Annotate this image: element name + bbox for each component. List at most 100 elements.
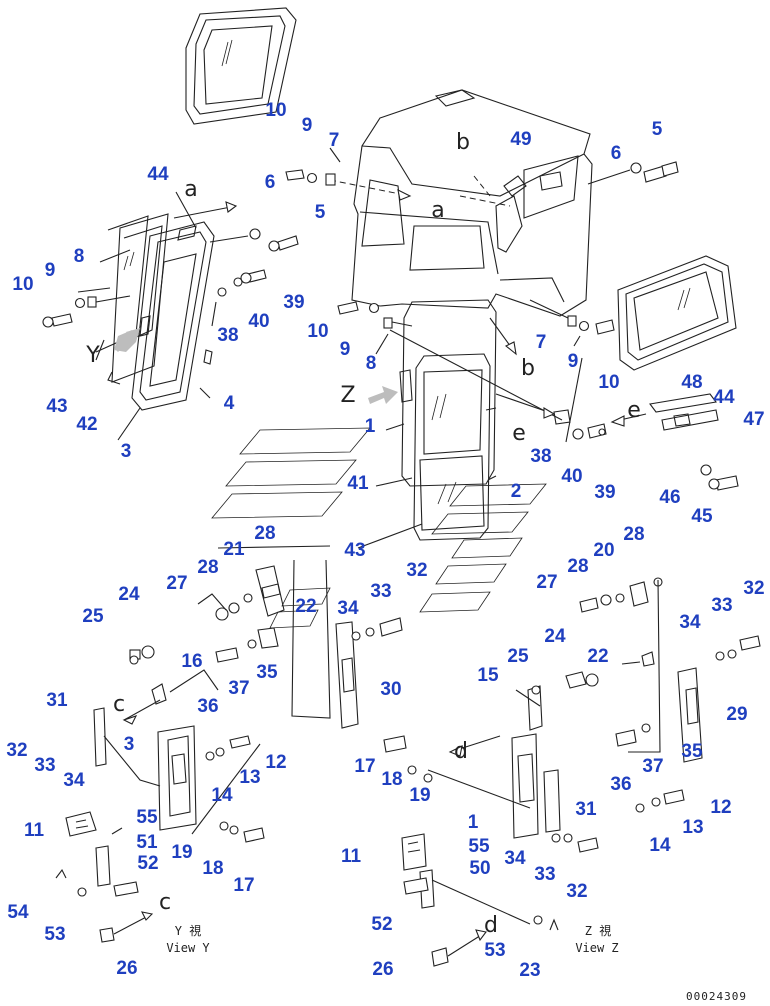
- part-callout: 10: [265, 100, 286, 121]
- part-callout: 54: [7, 902, 29, 923]
- part-callout: 44: [713, 387, 735, 408]
- part-callout: 7: [536, 332, 547, 353]
- part-callout: 39: [283, 292, 304, 313]
- rear-window-glass: [185, 7, 297, 125]
- part-callout: 43: [344, 540, 365, 561]
- cab-body: [329, 89, 593, 317]
- view-arrow-z: [368, 386, 398, 404]
- part-callout: 41: [347, 473, 369, 494]
- part-callout: 16: [181, 651, 202, 672]
- part-callout: 4: [224, 393, 235, 414]
- part-callout: 40: [561, 466, 582, 487]
- part-callout: 35: [256, 662, 278, 683]
- view-caption: View Z: [575, 941, 618, 955]
- part-callout: 35: [681, 741, 703, 762]
- part-callout: 13: [682, 817, 703, 838]
- part-callout: 47: [743, 409, 764, 430]
- part-callout: 5: [652, 119, 663, 140]
- part-callout: 11: [341, 846, 362, 867]
- part-callout: 52: [371, 914, 392, 935]
- part-callout: 3: [121, 441, 132, 462]
- part-callout: 32: [6, 740, 27, 761]
- part-callout: 28: [567, 556, 588, 577]
- side-window-glass: [617, 255, 737, 371]
- part-callout: 28: [254, 523, 275, 544]
- part-callout: 20: [593, 540, 614, 561]
- hinge-fasteners-left: [42, 228, 299, 328]
- part-callout: 53: [484, 940, 505, 961]
- part-callout: 8: [366, 353, 377, 374]
- part-callout: 14: [649, 835, 671, 856]
- part-callout: 51: [136, 832, 158, 853]
- bracket-group-z: [515, 577, 761, 763]
- part-callout: 24: [544, 626, 566, 647]
- part-callout: 25: [507, 646, 529, 667]
- part-callout: 23: [519, 960, 540, 981]
- part-callout: 10: [12, 274, 33, 295]
- part-callout: 55: [468, 836, 490, 857]
- part-callout: 30: [380, 679, 401, 700]
- part-callout: 10: [307, 321, 328, 342]
- part-callout: 22: [587, 646, 608, 667]
- part-callout: 13: [239, 767, 260, 788]
- part-callout: 31: [46, 690, 68, 711]
- part-callout: 32: [406, 560, 427, 581]
- part-callout: 18: [381, 769, 402, 790]
- part-callout: 9: [340, 339, 351, 360]
- part-callout: 37: [642, 756, 663, 777]
- part-callout: 37: [228, 678, 249, 699]
- part-callout: 36: [197, 696, 218, 717]
- part-callout: 34: [337, 598, 359, 619]
- part-callout: 14: [211, 785, 233, 806]
- part-callout: 26: [116, 958, 137, 979]
- part-callout: 53: [44, 924, 65, 945]
- view-letter: d: [454, 739, 468, 764]
- part-callout: 2: [511, 481, 522, 502]
- part-callout: 24: [118, 584, 140, 605]
- part-callout: 34: [63, 770, 85, 791]
- view-letter: c: [113, 692, 125, 717]
- part-callout: 19: [171, 842, 192, 863]
- part-callout: 12: [265, 752, 286, 773]
- floor-pads: [211, 427, 547, 629]
- view-letter: c: [159, 890, 171, 915]
- part-callout: 21: [223, 539, 245, 560]
- part-callout: 31: [575, 799, 597, 820]
- part-callout: 42: [76, 414, 97, 435]
- part-callout: 12: [710, 797, 731, 818]
- part-callout: 38: [217, 325, 238, 346]
- view-caption: View Y: [166, 941, 210, 955]
- part-callout: 38: [530, 446, 551, 467]
- part-callout: 17: [233, 875, 254, 896]
- part-callout: 1: [365, 416, 376, 437]
- part-callout: 6: [265, 172, 276, 193]
- cab-door: [399, 299, 583, 541]
- part-callout: 18: [202, 858, 223, 879]
- view-letter: d: [484, 913, 498, 938]
- part-callout: 28: [623, 524, 644, 545]
- view-letter: b: [521, 356, 535, 381]
- view-letter: Y: [85, 343, 100, 368]
- striker-assembly: [610, 393, 739, 491]
- cab-hardware-right: [285, 161, 679, 440]
- view-caption: Z 視: [585, 923, 611, 938]
- part-callout: 36: [610, 774, 631, 795]
- part-callout: 25: [82, 606, 104, 627]
- view-letter: e: [627, 398, 641, 423]
- part-callout: 3: [124, 734, 135, 755]
- part-callout: 22: [295, 596, 316, 617]
- part-callout: 32: [743, 578, 764, 599]
- part-callout: 48: [681, 372, 702, 393]
- part-callout: 5: [315, 202, 326, 223]
- part-callout: 33: [534, 864, 555, 885]
- part-callout: 55: [136, 807, 158, 828]
- part-callout: 11: [24, 820, 45, 841]
- part-callout: 33: [370, 581, 391, 602]
- part-callout: 6: [611, 143, 622, 164]
- view-letter: b: [456, 130, 470, 155]
- part-callout: 43: [46, 396, 67, 417]
- view-letter: e: [512, 421, 526, 446]
- part-callout: 39: [594, 482, 615, 503]
